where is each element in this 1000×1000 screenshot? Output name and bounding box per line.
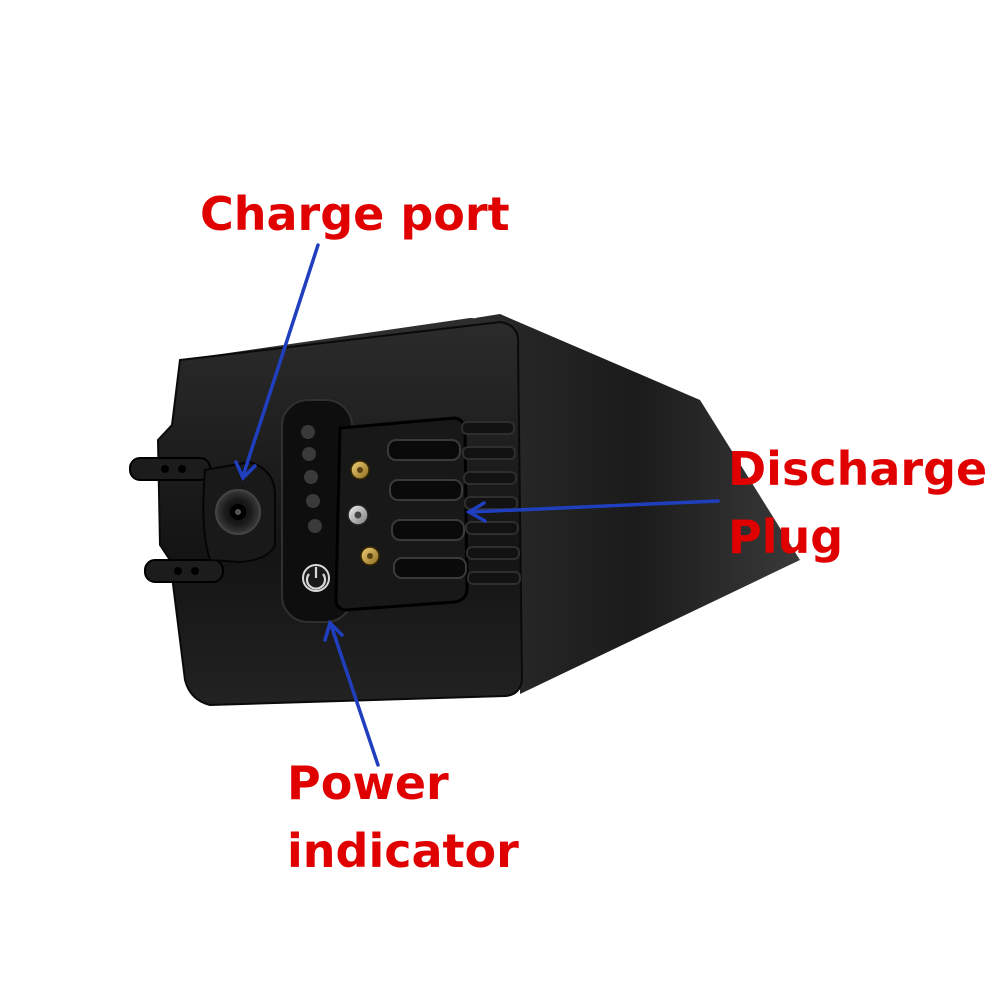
discharge-plug-label-line1: Discharge: [728, 442, 988, 496]
discharge-plug-contacts: [347, 460, 380, 566]
mounting-tab-upper: [129, 457, 211, 481]
side-ribs: [461, 421, 521, 585]
discharge-plug-label-line2: Plug: [728, 510, 844, 564]
arrow-icon: [465, 499, 720, 523]
power-indicator-label-line1: Power: [287, 756, 449, 810]
indicator-leds: [301, 425, 322, 533]
mounting-tab-lower: [144, 559, 224, 583]
arrow-icon: [323, 619, 380, 767]
power-icon: [302, 564, 330, 592]
power-indicator-label-line2: indicator: [287, 824, 519, 878]
arrow-icon: [234, 243, 320, 482]
discharge-plug-slots: [387, 439, 467, 579]
charge-port-label: Charge port: [200, 187, 510, 241]
